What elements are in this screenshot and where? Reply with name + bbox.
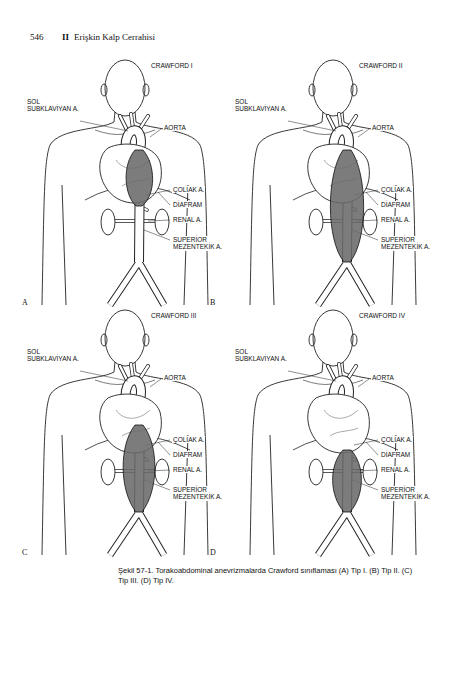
type-label: CRAWFORD II	[358, 62, 403, 69]
figure-caption: Şekil 57-1. Torakoabdominal anevrizmalar…	[118, 566, 418, 586]
artery-label: SUPERİOR MEZENTEKİK A.	[172, 236, 224, 251]
artery-label: ÇOLİAK A.	[172, 436, 205, 443]
type-label: CRAWFORD III	[150, 312, 197, 319]
artery-label: RENAL A.	[380, 216, 411, 223]
artery-label: SOL SUBKLAVİYAN A.	[234, 348, 290, 363]
artery-label: RENAL A.	[172, 466, 203, 473]
aneurysm	[126, 150, 153, 206]
torso-figure	[42, 60, 208, 305]
artery-label: SOL SUBKLAVİYAN A.	[26, 98, 82, 113]
torso-figure	[250, 60, 416, 305]
torso-figure	[42, 310, 208, 555]
artery-label: RENAL A.	[172, 216, 203, 223]
aneurysm	[333, 450, 362, 512]
artery-label: AORTA	[371, 374, 395, 381]
panel-letter: D	[210, 548, 216, 557]
artery-label: RENAL A.	[380, 466, 411, 473]
structure-label: DİAFRAM	[380, 201, 411, 208]
aneurysm	[123, 425, 155, 512]
artery-label: AORTA	[163, 374, 187, 381]
panel-letter: B	[210, 298, 215, 307]
structure-label: DİAFRAM	[172, 201, 203, 208]
artery-label: SUPERİOR MEZENTEKİK A.	[380, 486, 432, 501]
artery-label: ÇOLİAK A.	[380, 186, 413, 193]
panel-letter: C	[22, 548, 27, 557]
running-head: Erişkin Kalp Cerrahisi	[74, 32, 155, 42]
artery-label: ÇOLİAK A.	[380, 436, 413, 443]
artery-label: SUPERİOR MEZENTEKİK A.	[172, 486, 224, 501]
type-label: CRAWFORD I	[150, 62, 194, 69]
page-number: 546	[30, 32, 44, 42]
structure-label: DİAFRAM	[380, 451, 411, 458]
artery-label: ÇOLİAK A.	[172, 186, 205, 193]
panel-letter: A	[22, 298, 28, 307]
artery-label: AORTA	[163, 124, 187, 131]
aneurysm	[330, 150, 363, 262]
artery-label: AORTA	[371, 124, 395, 131]
structure-label: DİAFRAM	[172, 451, 203, 458]
artery-label: SOL SUBKLAVİYAN A.	[26, 348, 82, 363]
artery-label: SOL SUBKLAVİYAN A.	[234, 98, 290, 113]
artery-label: SUPERİOR MEZENTEKİK A.	[380, 236, 432, 251]
type-label: CRAWFORD IV	[358, 312, 406, 319]
part-number: II	[62, 32, 69, 42]
torso-figure	[250, 310, 416, 555]
